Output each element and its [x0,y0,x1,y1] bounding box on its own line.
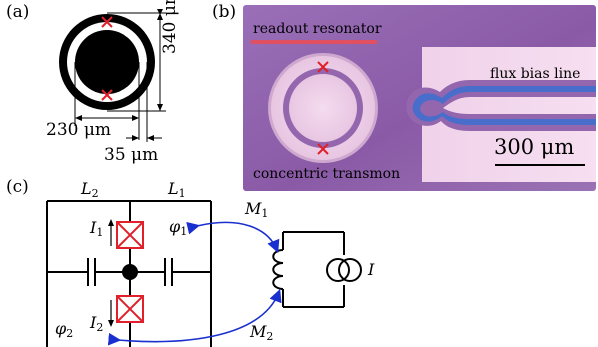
flux-bias-line-label: flux bias line [490,66,581,82]
current-I2-label: I2 [90,313,104,334]
panel-label-c: (c) [6,177,29,197]
current-I1-label: I1 [90,218,104,239]
phase-phi2-label: φ2 [55,319,74,340]
dimension-width-label: 230 μm [46,120,112,140]
mutual-M2-label: M2 [250,322,274,343]
scale-bar-label: 300 μm [494,135,575,159]
panel-label-b: (b) [212,2,237,22]
panel-label-a: (a) [6,2,30,22]
dimension-gap-label: 35 μm [104,145,159,165]
bias-current-I-label: I [368,260,375,279]
flux-bias-circuit [272,231,362,308]
inductance-L2-label: L2 [81,179,99,200]
panel-b-chip-photo [243,5,596,191]
dimension-height-label: 340 μm [160,0,180,54]
phase-phi1-label: φ1 [169,217,188,238]
mutual-inductance-arrows [107,221,282,346]
mutual-M1-label: M1 [245,199,269,220]
readout-resonator-label: readout resonator [253,21,382,37]
circuit-node [122,264,138,280]
concentric-transmon-label: concentric transmon [253,166,401,182]
inductance-L1-label: L1 [168,179,186,200]
panel-a-transmon-drawing [59,9,166,142]
